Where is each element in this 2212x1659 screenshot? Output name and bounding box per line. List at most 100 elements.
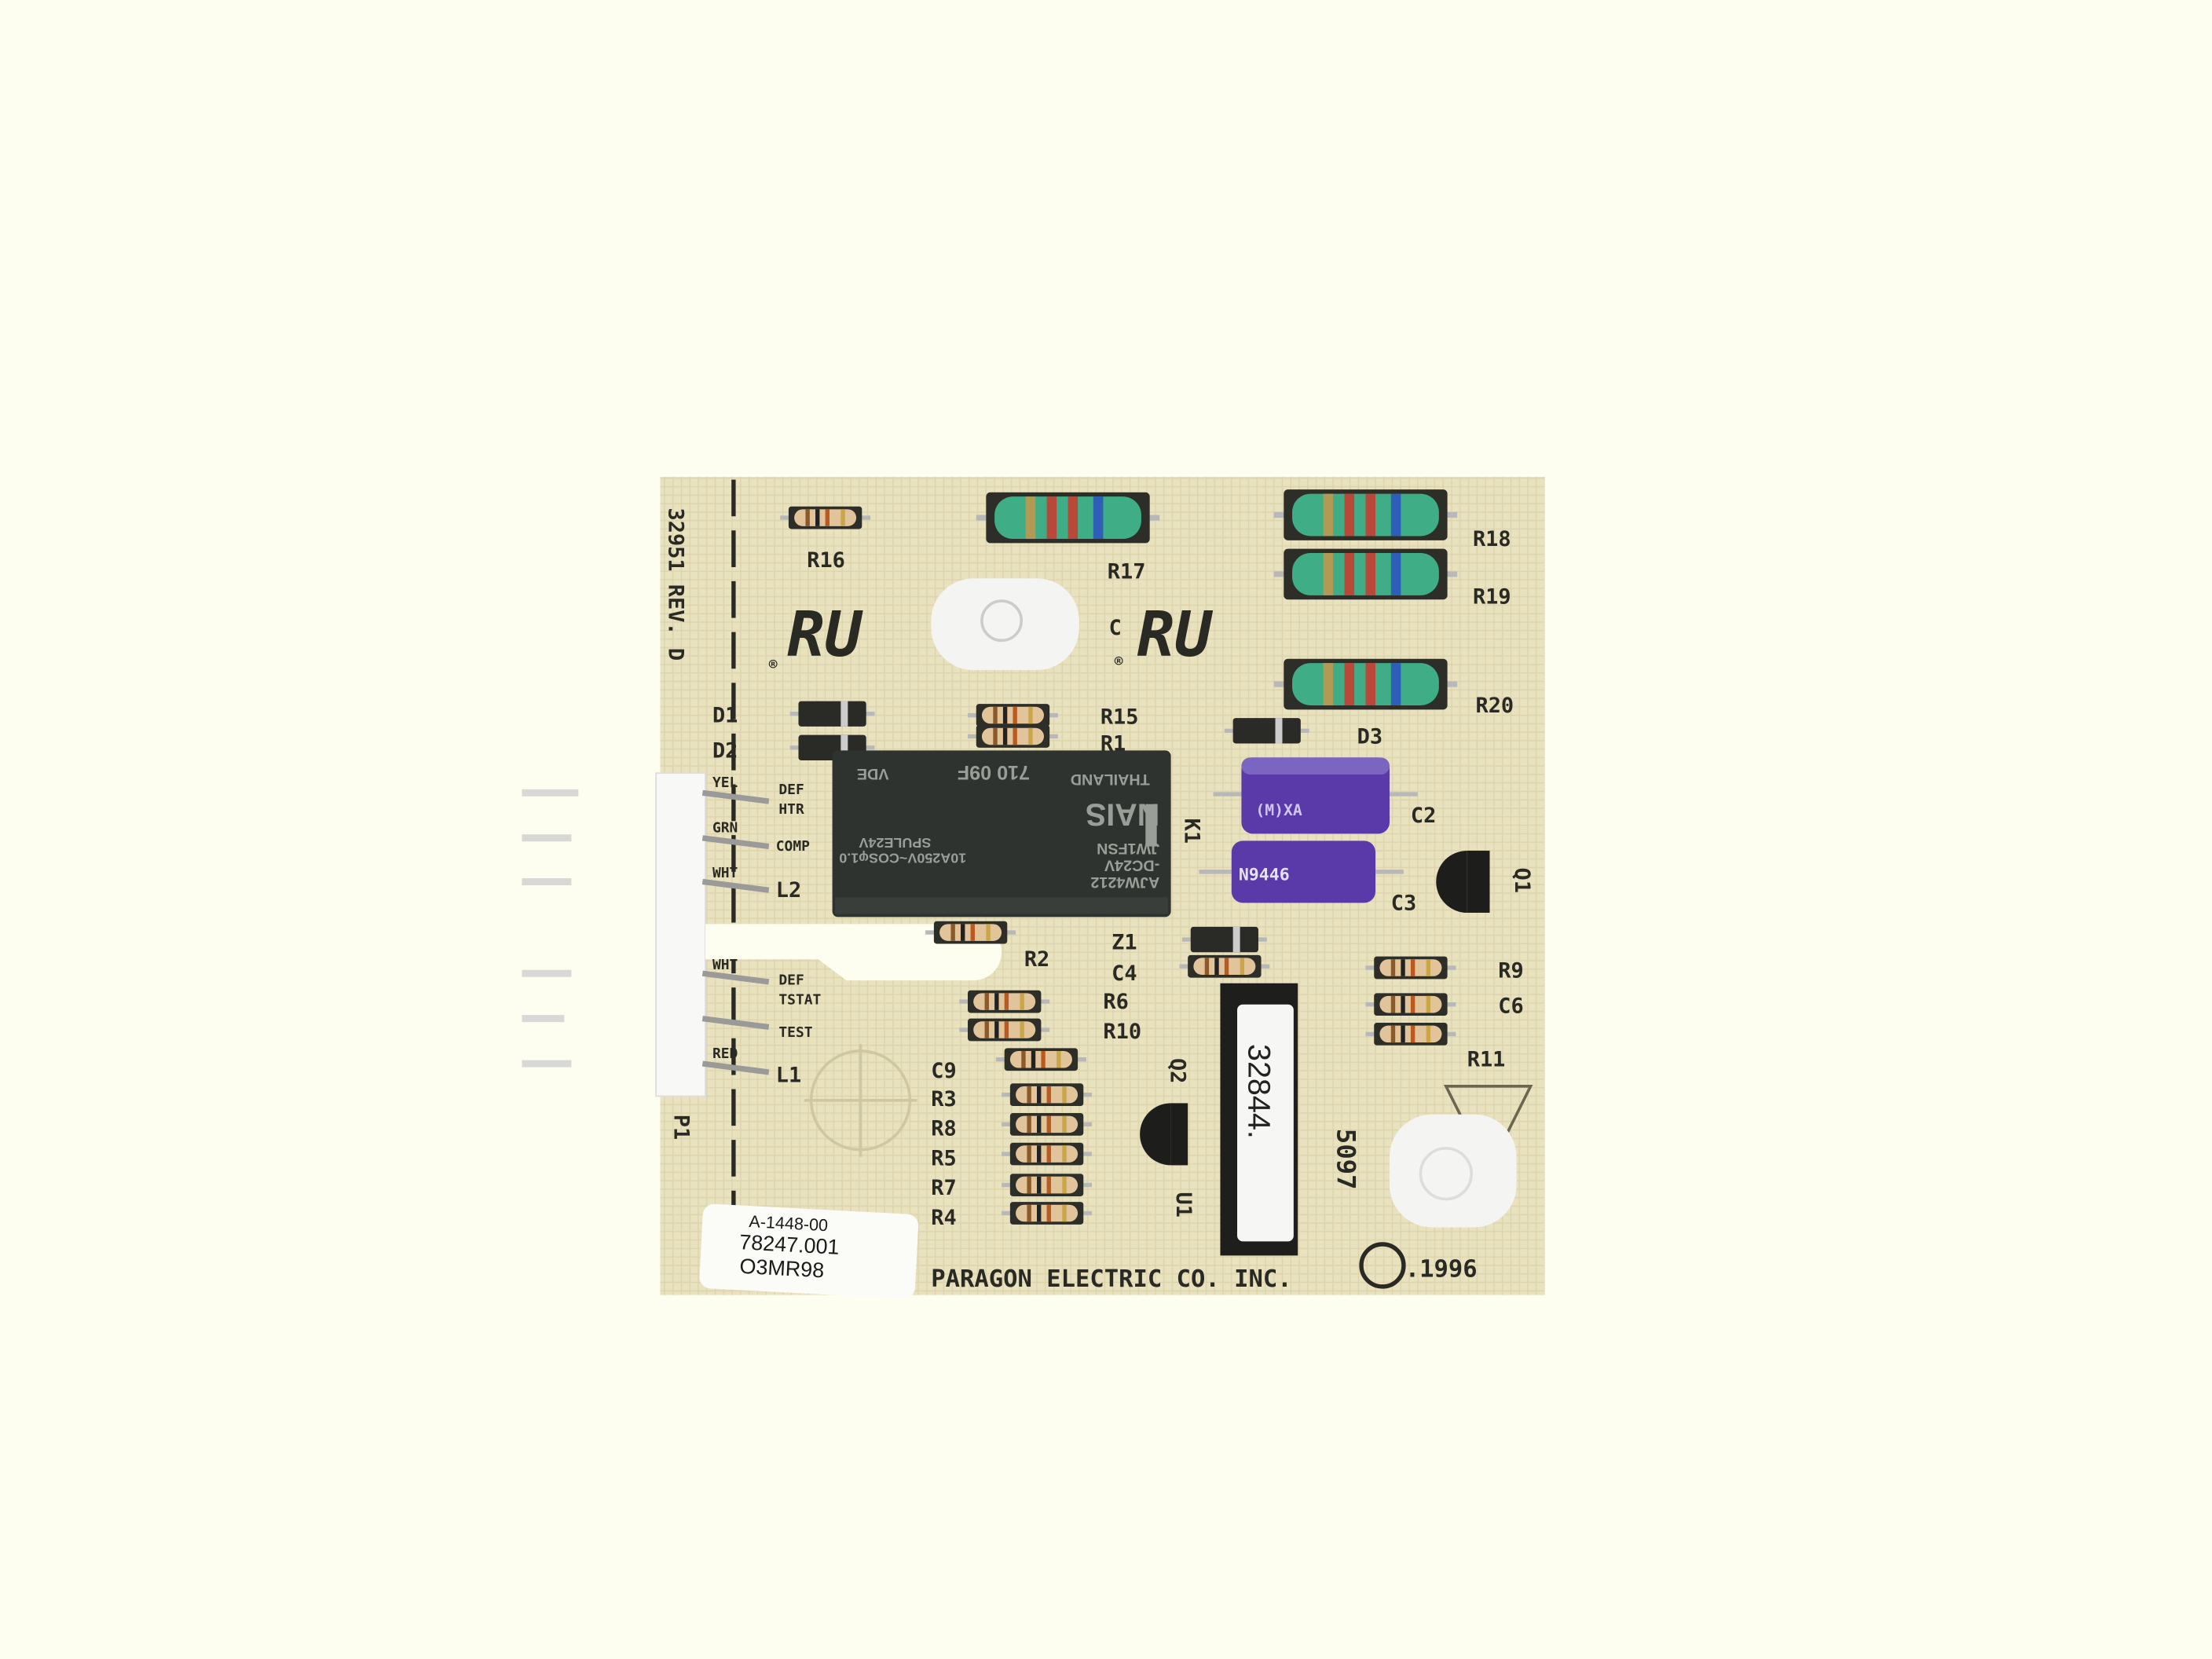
resistor-r1 — [968, 725, 1058, 748]
label-r3: R3 — [931, 1087, 956, 1111]
label-r6: R6 — [1103, 990, 1128, 1014]
label-r7: R7 — [931, 1176, 956, 1200]
wire-label-wht: WHT — [712, 865, 738, 881]
sticker-line-3: O3MR98 — [739, 1254, 825, 1283]
zener-z1 — [1182, 927, 1267, 952]
label-q1: Q1 — [1510, 867, 1534, 892]
cul-logo-icon: RU C ® — [1109, 599, 1214, 671]
label-r4: R4 — [931, 1206, 956, 1230]
wire-label-wht-2: WHT — [712, 957, 738, 973]
function-l2: L2 — [776, 878, 801, 903]
label-r10: R10 — [1103, 1020, 1141, 1044]
label-c2: C2 — [1411, 804, 1436, 828]
relay-coil: SPULE24V — [859, 835, 932, 851]
resistor-r10 — [959, 1019, 1049, 1042]
sticker-line-2: 78247.001 — [739, 1230, 840, 1259]
resistor-r8 — [1002, 1113, 1092, 1136]
ic-u1: 32844. — [1220, 983, 1298, 1256]
function-l1: L1 — [776, 1063, 801, 1087]
part-sticker: A-1448-00 78247.001 O3MR98 — [699, 1203, 919, 1299]
crosshair-fiducial-icon — [804, 1043, 917, 1157]
capacitor-c2: (M)XA — [1213, 757, 1418, 834]
board-part-number: 32951 REV. D — [663, 508, 687, 661]
label-r5: R5 — [931, 1146, 956, 1170]
board-slot — [705, 924, 1002, 981]
relay-voltage: -DC24V — [1104, 857, 1159, 874]
relay-code: AJW4212 — [1090, 873, 1159, 891]
wire-label-yel: YEL — [712, 775, 738, 791]
resistor-r5 — [1002, 1143, 1092, 1166]
label-d2: D2 — [712, 738, 738, 763]
resistor-r4 — [1002, 1202, 1092, 1225]
connector-p1 — [522, 772, 770, 1097]
resistor-r18 — [1274, 489, 1457, 540]
label-r2: R2 — [1024, 947, 1049, 972]
resistor-r11 — [1365, 1023, 1456, 1046]
resistor-r15 — [968, 704, 1058, 727]
label-z1: Z1 — [1111, 931, 1137, 955]
diode-d1 — [790, 701, 875, 727]
relay-origin: THAILAND — [1071, 771, 1150, 788]
label-r17: R17 — [1108, 559, 1146, 584]
svg-text:RU: RU — [1137, 599, 1214, 671]
svg-text:C: C — [1109, 616, 1122, 640]
resistor-r16 — [780, 507, 870, 529]
relay-lot: 710 09F — [958, 761, 1030, 783]
resistor-r9 — [1365, 957, 1456, 980]
resistor-r17 — [976, 493, 1159, 544]
label-r18: R18 — [1473, 527, 1511, 551]
function-tstat: TSTAT — [778, 992, 821, 1009]
ic-marking: 32844. — [1241, 1044, 1276, 1139]
resistor-r7 — [1002, 1174, 1092, 1196]
c2-marking: (M)XA — [1255, 801, 1302, 819]
label-d3: D3 — [1357, 724, 1382, 749]
relay-cert: VDE — [857, 765, 889, 782]
diode-d3 — [1225, 718, 1309, 743]
function-comp: COMP — [776, 838, 810, 855]
svg-text:RU: RU — [787, 599, 864, 671]
stamp-5097: 5097 — [1331, 1129, 1361, 1190]
label-p1: P1 — [668, 1115, 693, 1140]
capacitor-c4 — [1179, 955, 1269, 978]
label-c4: C4 — [1111, 961, 1137, 986]
relay-model: JW1FSN — [1097, 840, 1159, 857]
wire-label-grn: GRN — [712, 820, 738, 837]
label-r16: R16 — [807, 548, 845, 573]
copyright-year: .1996 — [1405, 1255, 1478, 1283]
label-r8: R8 — [931, 1117, 956, 1141]
label-c3: C3 — [1391, 891, 1416, 915]
label-r19: R19 — [1473, 585, 1511, 610]
wire-label-red: RED — [712, 1046, 738, 1062]
capacitor-c6 — [1365, 993, 1456, 1016]
relay-k1: NAIS JW1FSN -DC24V AJW4212 THAILAND 710 … — [832, 750, 1171, 917]
label-r11: R11 — [1467, 1048, 1506, 1072]
label-r15: R15 — [1101, 705, 1139, 729]
resistor-r19 — [1274, 549, 1457, 600]
label-c6: C6 — [1498, 994, 1523, 1018]
label-q2: Q2 — [1166, 1058, 1190, 1083]
label-r9: R9 — [1498, 959, 1523, 983]
transistor-q1 — [1436, 850, 1490, 913]
svg-text:®: ® — [1115, 654, 1123, 670]
label-r20: R20 — [1476, 694, 1514, 718]
ul-logo-icon: RU ® — [769, 599, 864, 672]
resistor-r3 — [1002, 1083, 1092, 1106]
resistor-r20 — [1274, 659, 1457, 710]
capacitor-c3: N9446 — [1199, 840, 1404, 903]
label-d1: D1 — [712, 704, 738, 728]
function-def-2: DEF — [778, 972, 804, 989]
function-htr: HTR — [778, 801, 804, 818]
copyright-circle-icon — [1359, 1242, 1406, 1289]
relay-rating: 10A250V~COSφ1.0 — [839, 851, 966, 866]
transistor-q2 — [1140, 1103, 1188, 1166]
mounting-standoff — [931, 578, 1079, 671]
label-k1: K1 — [1180, 819, 1204, 844]
resistor-r6 — [959, 991, 1049, 1013]
c3-marking: N9446 — [1239, 866, 1290, 885]
function-test: TEST — [778, 1024, 812, 1041]
label-u1: U1 — [1171, 1192, 1196, 1218]
sticker-line-1: A-1448-00 — [749, 1211, 829, 1235]
resistor-r2 — [925, 921, 1016, 944]
manufacturer-name: PARAGON ELECTRIC CO. INC. — [931, 1265, 1291, 1293]
label-c9: C9 — [931, 1059, 956, 1083]
